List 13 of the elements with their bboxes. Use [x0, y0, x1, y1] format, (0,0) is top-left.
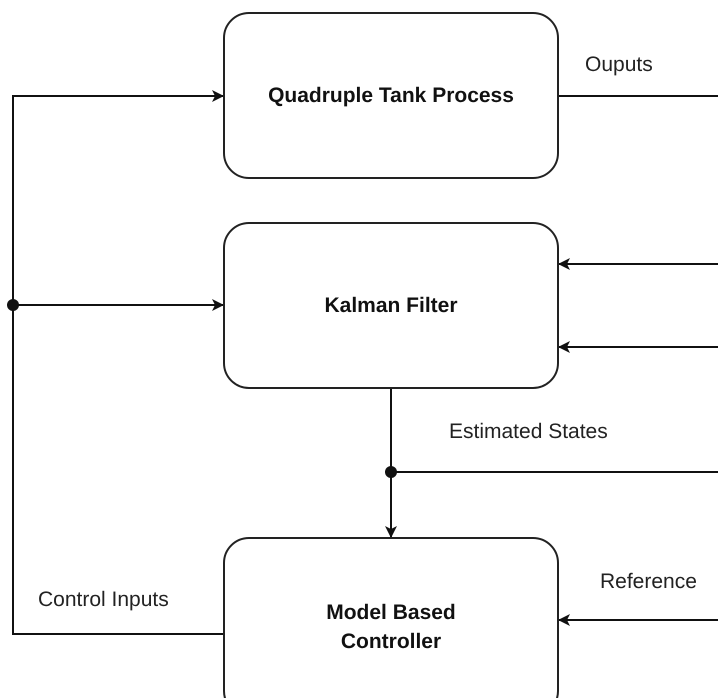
- connector-arrow: [558, 614, 718, 626]
- process-box: [223, 222, 559, 389]
- box-label: Quadruple Tank Process: [268, 82, 514, 109]
- edge-label: Ouputs: [585, 54, 653, 75]
- box-label: Kalman Filter: [324, 292, 458, 319]
- box-label: Model Based Controller: [325, 600, 457, 655]
- process-box: [223, 537, 559, 698]
- connector-arrow: [558, 341, 718, 353]
- edge-label: Control Inputs: [38, 589, 169, 610]
- process-box: [223, 12, 559, 179]
- edge-label: Reference: [600, 571, 697, 592]
- connector-arrow: [558, 258, 718, 270]
- edge-label: Estimated States: [449, 421, 608, 442]
